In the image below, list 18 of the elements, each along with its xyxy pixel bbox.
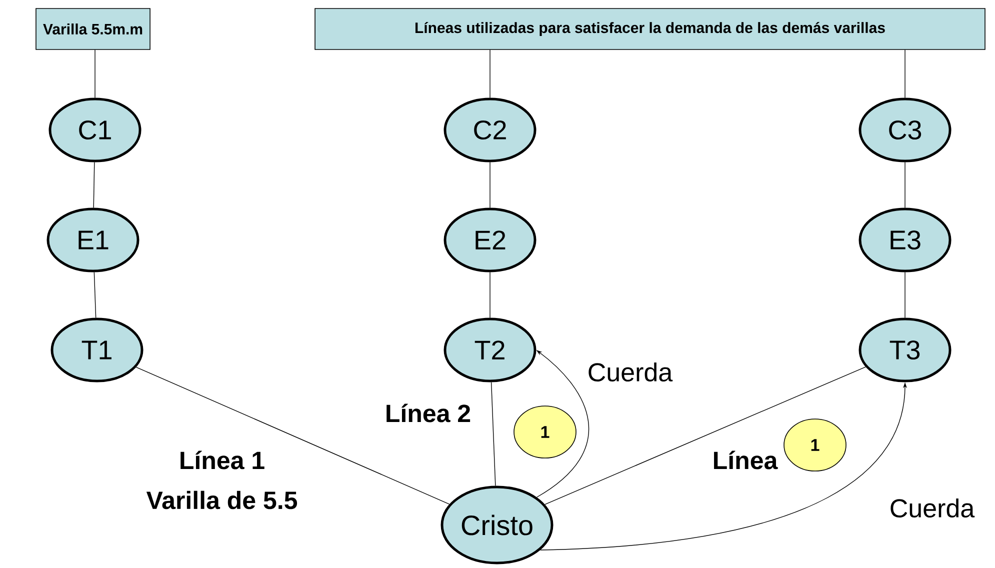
edge-label: Cuerda	[586, 361, 674, 383]
edge-label: Cuerda	[888, 497, 976, 519]
connector	[904, 50, 906, 98]
line-label: Varilla de 5.5	[146, 490, 298, 510]
connector	[904, 272, 906, 318]
line-label: Línea 1	[180, 450, 264, 470]
connector	[93, 162, 95, 208]
connector	[536, 350, 589, 498]
line-label: Línea	[714, 450, 778, 470]
connector	[904, 162, 906, 208]
connector	[490, 382, 496, 486]
line-label: Línea 2	[386, 404, 470, 422]
connector	[94, 272, 96, 318]
title-box: Líneas utilizadas para satisfacer la demanda de las demás varillas	[314, 8, 986, 50]
title-box: Varilla 5.5m.m	[36, 8, 150, 50]
connector	[94, 50, 96, 98]
connector	[544, 366, 866, 505]
connector	[136, 366, 450, 504]
